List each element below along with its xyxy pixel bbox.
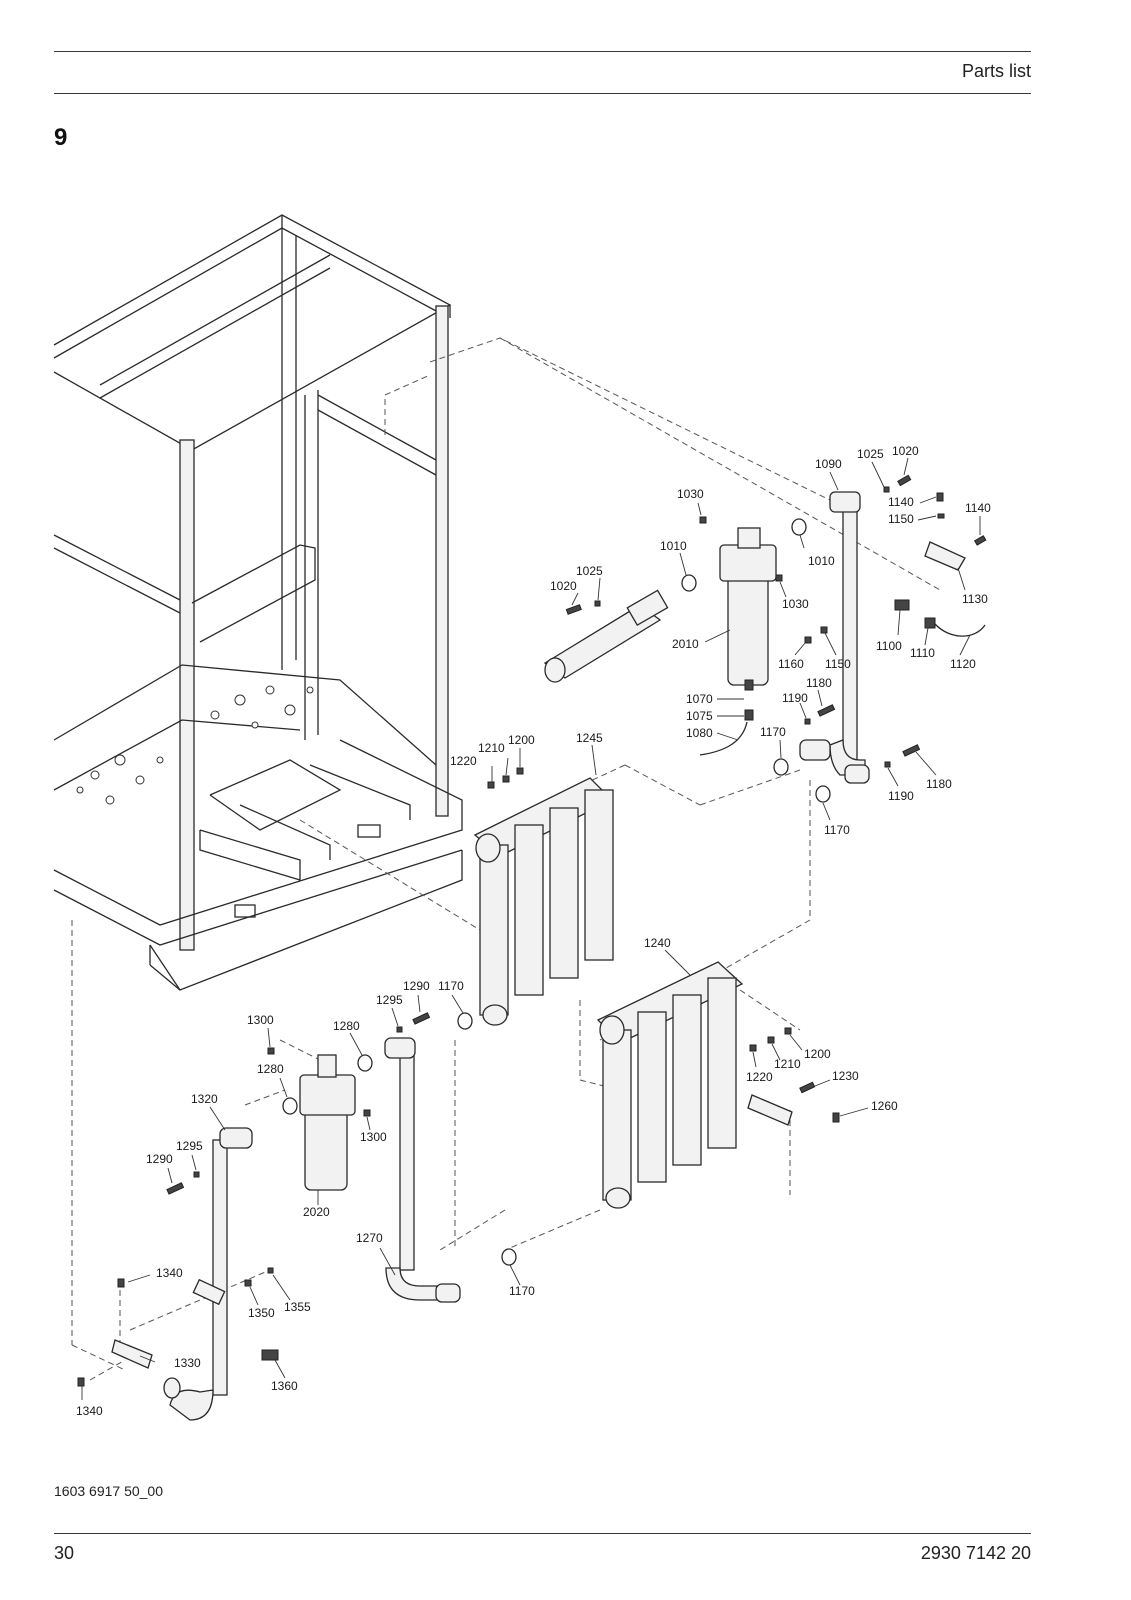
callout-label: 1140 [888, 495, 914, 509]
callout-label: 1120 [950, 657, 976, 671]
frame-drawing [53, 214, 463, 991]
callout-label: 1010 [660, 539, 687, 553]
callout-label: 1295 [376, 993, 403, 1007]
callout-label: 1360 [271, 1379, 298, 1393]
footer-rule [54, 1533, 1031, 1534]
callout-label: 1295 [176, 1139, 203, 1153]
callout-label: 1190 [782, 691, 808, 705]
callout-label: 1080 [686, 726, 713, 740]
callout-label: 1090 [815, 457, 842, 471]
callout-label: 1290 [146, 1152, 173, 1166]
callout-label: 1220 [746, 1070, 773, 1084]
callout-label: 1070 [686, 692, 713, 706]
parts-drawing [77, 474, 987, 1421]
callout-label: 1110 [910, 646, 935, 660]
callout-label: 1300 [360, 1130, 387, 1144]
section-number: 9 [54, 124, 68, 151]
callout-label: 1020 [892, 444, 919, 458]
callout-label: 1030 [782, 597, 809, 611]
callout-label: 1160 [778, 657, 804, 671]
callout-label: 1170 [438, 979, 464, 993]
callout-label: 1075 [686, 709, 713, 723]
doc-number: 2930 7142 20 [920, 1543, 1031, 1563]
page-number: 30 [54, 1543, 75, 1563]
callout-label: 1180 [926, 777, 952, 791]
callout-label: 1100 [876, 639, 902, 653]
callout-labels: 1010 1010 1020 1020 1025 1025 1030 1030 … [76, 444, 991, 1418]
callout-label: 1200 [508, 733, 535, 747]
callout-label: 1190 [888, 789, 914, 803]
callout-label: 1230 [832, 1069, 859, 1083]
callout-label: 1245 [576, 731, 603, 745]
callout-label: 1020 [550, 579, 577, 593]
callout-label: 1340 [76, 1404, 103, 1418]
callout-label: 1030 [677, 487, 704, 501]
callout-label: 1260 [871, 1099, 898, 1113]
callout-label: 1280 [333, 1019, 360, 1033]
callout-label: 1330 [174, 1356, 201, 1370]
callout-label: 1320 [191, 1092, 218, 1106]
callout-label: 1140 [965, 501, 991, 515]
callout-label: 1170 [824, 823, 850, 837]
callout-label: 1300 [247, 1013, 274, 1027]
callout-label: 1150 [825, 657, 851, 671]
callout-label: 1270 [356, 1231, 383, 1245]
leader-lines [81, 457, 981, 1400]
section-title: Parts list [961, 61, 1031, 81]
callout-label: 2010 [672, 637, 699, 651]
drawing-id: 1603 6917 50_00 [54, 1483, 163, 1499]
callout-label: 1355 [284, 1300, 311, 1314]
callout-label: 2020 [303, 1205, 330, 1219]
callout-label: 1280 [257, 1062, 284, 1076]
callout-label: 1130 [962, 592, 988, 606]
callout-label: 1170 [760, 725, 786, 739]
callout-label: 1010 [808, 554, 835, 568]
header-top-rule [54, 51, 1031, 52]
callout-label: 1210 [774, 1057, 801, 1071]
callout-label: 1025 [576, 564, 603, 578]
callout-label: 1025 [857, 447, 884, 461]
callout-label: 1220 [450, 754, 477, 768]
callout-label: 1290 [403, 979, 430, 993]
header-bottom-rule [54, 93, 1031, 94]
callout-label: 1340 [156, 1266, 183, 1280]
callout-label: 1170 [509, 1284, 535, 1298]
callout-label: 1240 [644, 936, 671, 950]
callout-label: 1180 [806, 676, 832, 690]
callout-label: 1200 [804, 1047, 831, 1061]
callout-label: 1350 [248, 1306, 275, 1320]
callout-label: 1210 [478, 741, 505, 755]
callout-label: 1150 [888, 512, 914, 526]
